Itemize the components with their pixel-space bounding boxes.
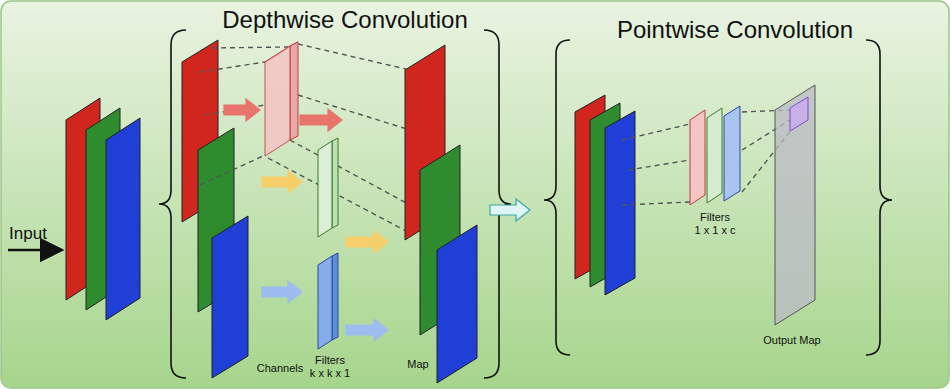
input-label: Input	[9, 224, 47, 244]
part-label: 1 x 1 x c	[695, 224, 736, 237]
output-map-plane	[775, 85, 815, 325]
filter-box	[318, 138, 338, 237]
input-planes	[66, 98, 140, 320]
flow-arrow	[300, 109, 342, 131]
guide-lines	[200, 44, 410, 232]
input-arrow	[8, 249, 62, 252]
part-label: Filters	[700, 211, 730, 224]
flow-arrows	[224, 99, 530, 341]
flow-arrow	[346, 319, 388, 341]
group-bracket	[159, 30, 892, 378]
output-pixel	[790, 97, 808, 131]
map-planes	[405, 45, 477, 383]
filter-box	[318, 253, 338, 349]
flow-arrow	[346, 231, 388, 253]
section-heading: Depthwise Convolution	[222, 6, 467, 34]
part-label: Channels	[257, 362, 303, 375]
part-label: Map	[407, 358, 428, 371]
pointwise-input-planes	[575, 95, 635, 295]
filter-box	[265, 42, 298, 156]
flow-arrow	[262, 171, 302, 193]
flow-arrow	[224, 99, 260, 121]
section-heading: Pointwise Convolution	[617, 16, 853, 44]
channel-planes	[182, 40, 248, 378]
part-label: k x k x 1	[310, 367, 350, 380]
part-label: Output Map	[763, 334, 820, 347]
part-label: Filters	[315, 354, 345, 367]
pointwise-filters	[690, 106, 740, 205]
flow-arrow	[262, 281, 302, 303]
flow-arrow	[490, 199, 530, 221]
